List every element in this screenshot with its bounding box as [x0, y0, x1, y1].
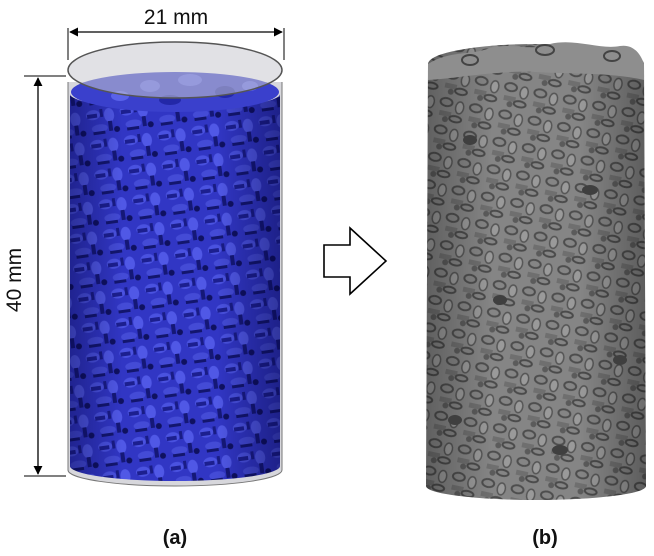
- panel-b-caption: (b): [532, 527, 558, 549]
- width-label: 21 mm: [144, 6, 208, 29]
- panel-a: 21 mm 40 mm (a): [3, 6, 285, 549]
- panel-b: (b): [426, 42, 646, 549]
- height-label: 40 mm: [3, 248, 26, 312]
- height-dimension: 40 mm: [3, 75, 66, 477]
- mesh-cylinder: [426, 42, 646, 500]
- width-dimension: 21 mm: [67, 6, 285, 60]
- container-top-rim: [67, 41, 283, 99]
- panel-a-caption: (a): [163, 527, 187, 549]
- packed-pellets: [70, 94, 280, 481]
- right-arrow-icon: [323, 226, 388, 296]
